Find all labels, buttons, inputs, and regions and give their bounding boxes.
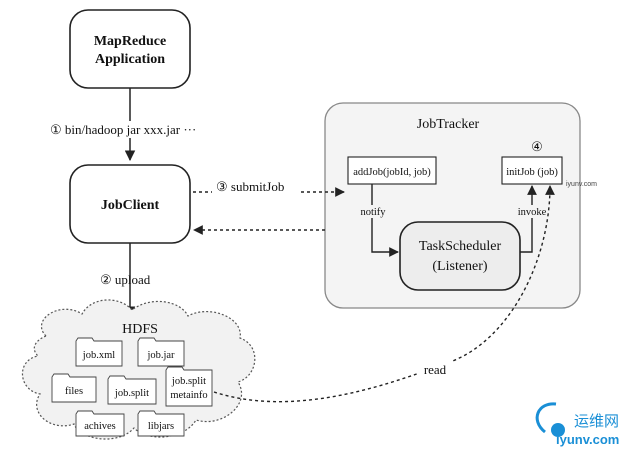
scheduler-label-line2: (Listener) xyxy=(432,259,488,274)
step3-label: ③ submitJob xyxy=(216,179,284,194)
hdfs-file-group: job.xml job.jar files job.split job.spli… xyxy=(51,337,213,437)
jobclient-node: JobClient xyxy=(69,164,191,244)
file-job-xml-label: job.xml xyxy=(82,350,115,361)
step1-label-bg xyxy=(46,121,224,138)
scheduler-label-line1: TaskScheduler xyxy=(419,239,502,254)
file-libjars-label: libjars xyxy=(148,421,174,432)
file-achives-label: achives xyxy=(84,421,116,432)
read-label-bg xyxy=(418,361,452,377)
jobclient-label: JobClient xyxy=(101,198,160,213)
invoke-label-bg xyxy=(516,205,548,218)
step2-label: ② upload xyxy=(100,272,151,287)
initjob-label: initJob (job) xyxy=(506,167,558,178)
app-label-line1: MapReduce xyxy=(94,34,166,49)
hdfs-file: job.split metainfo xyxy=(165,366,213,407)
step3-label-bg xyxy=(212,180,300,194)
read-label: read xyxy=(424,362,447,377)
addjob-box: addJob(jobId, job) xyxy=(347,156,437,185)
file-job-split-metainfo-line2: metainfo xyxy=(170,390,207,401)
hdfs-file: achives xyxy=(75,410,125,437)
invoke-label: invoke xyxy=(518,207,547,218)
jobtracker-label: JobTracker xyxy=(417,117,480,132)
hdfs-file: job.jar xyxy=(137,337,185,367)
notify-label-bg xyxy=(357,205,389,218)
hdfs-file: files xyxy=(51,373,97,403)
watermark-brand-url: iyunv.com xyxy=(556,432,619,447)
file-job-split-label: job.split xyxy=(114,388,149,399)
file-files-label: files xyxy=(65,386,83,397)
step4-label: ④ xyxy=(531,139,543,154)
initjob-box: initJob (job) xyxy=(501,156,563,185)
file-job-split-metainfo-line1: job.split xyxy=(171,376,206,387)
watermark-dot-icon xyxy=(551,423,565,437)
watermark-logo: 运维网 iyunv.com xyxy=(535,402,619,447)
taskscheduler-node: TaskScheduler (Listener) xyxy=(399,221,521,291)
hdfs-file: job.split xyxy=(107,375,157,405)
hdfs-file: job.xml xyxy=(75,337,123,367)
mapreduce-application-node: MapReduce Application xyxy=(69,9,191,89)
hdfs-file: libjars xyxy=(137,410,185,437)
app-label-line2: Application xyxy=(95,52,165,67)
addjob-label: addJob(jobId, job) xyxy=(353,167,431,178)
watermark-small: iyunv.com xyxy=(566,181,597,188)
file-job-jar-label: job.jar xyxy=(146,350,175,361)
notify-label: notify xyxy=(360,207,386,218)
hdfs-label: HDFS xyxy=(122,322,158,337)
watermark-brand-cn: 运维网 xyxy=(574,413,619,430)
watermark-swoosh-icon xyxy=(535,402,557,434)
step1-label: ① bin/hadoop jar xxx.jar ··· xyxy=(50,122,196,137)
